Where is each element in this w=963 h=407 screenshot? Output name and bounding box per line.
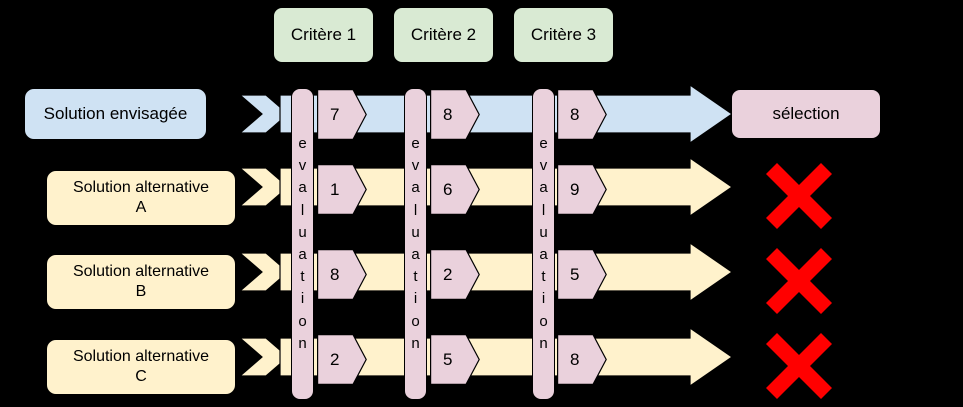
chevron-right-icon	[317, 164, 367, 215]
criteria-label-1: Critère 1	[290, 25, 357, 45]
score-alt-a-criteria-3[interactable]: 9	[557, 164, 607, 215]
solution-label-alt-a-line1: Solution alternative	[72, 179, 210, 196]
eval-3-letter-1: v	[539, 157, 548, 175]
score-value: 8	[570, 104, 580, 124]
score-alt-b-criteria-3[interactable]: 5	[557, 249, 607, 300]
eval-3-letter-3: l	[541, 201, 546, 219]
chevron-right-icon	[557, 164, 607, 215]
score-value: 2	[330, 349, 340, 369]
eval-3-letter-9: n	[539, 334, 548, 352]
criteria-box-3[interactable]: Critère 3	[513, 7, 614, 63]
eval-1-letter-3: l	[300, 201, 305, 219]
score-alt-b-criteria-1[interactable]: 8	[317, 249, 367, 300]
eval-2-letter-0: e	[411, 135, 420, 153]
reject-cross-icon-alt-c	[766, 333, 832, 399]
solution-label-primary: Solution envisagée	[43, 104, 188, 124]
eval-2-letter-2: a	[411, 179, 420, 197]
chevron-right-icon	[557, 89, 607, 140]
score-value: 6	[443, 179, 453, 199]
score-value: 8	[443, 104, 453, 124]
score-value: 8	[330, 264, 340, 284]
solution-box-alt-a[interactable]: Solution alternative A	[46, 170, 236, 226]
score-value: 5	[570, 264, 580, 284]
solution-label-alt-c-line1: Solution alternative	[72, 348, 210, 365]
eval-1-letter-2: a	[298, 179, 307, 197]
score-alt-a-criteria-2[interactable]: 6	[430, 164, 480, 215]
score-value: 8	[570, 349, 580, 369]
eval-1-letter-6: t	[300, 268, 305, 286]
eval-1-letter-9: n	[298, 334, 307, 352]
eval-2-letter-6: t	[413, 268, 418, 286]
criteria-label-2: Critère 2	[410, 25, 477, 45]
eval-1-letter-1: v	[298, 157, 307, 175]
alt-a-flow-arrow	[240, 158, 732, 216]
eval-3-letter-6: t	[541, 268, 546, 286]
reject-cross-icon-alt-b	[766, 248, 832, 314]
criteria-box-2[interactable]: Critère 2	[393, 7, 494, 63]
chevron-right-icon	[317, 249, 367, 300]
eval-3-letter-2: a	[539, 179, 548, 197]
reject-cross-icon-alt-a	[766, 163, 832, 229]
score-value: 7	[330, 104, 340, 124]
score-alt-c-criteria-1[interactable]: 2	[317, 334, 367, 385]
chevron-right-icon	[430, 249, 480, 300]
chevron-right-icon	[430, 164, 480, 215]
chevron-right-icon	[430, 89, 480, 140]
alt-b-flow-arrow	[240, 243, 732, 301]
score-primary-criteria-1[interactable]: 7	[317, 89, 367, 140]
score-value: 2	[443, 264, 453, 284]
eval-1-letter-0: e	[298, 135, 307, 153]
selection-box[interactable]: sélection	[731, 89, 881, 139]
eval-2-letter-4: u	[411, 223, 420, 241]
eval-2-letter-7: i	[413, 290, 418, 308]
solution-box-alt-b[interactable]: Solution alternative B	[46, 254, 236, 310]
score-alt-a-criteria-1[interactable]: 1	[317, 164, 367, 215]
solution-label-alt-b-line2: B	[135, 283, 147, 300]
score-alt-c-criteria-3[interactable]: 8	[557, 334, 607, 385]
eval-1-letter-4: u	[298, 223, 307, 241]
evaluation-column-2[interactable]: e v a l u a t i o n	[404, 88, 427, 400]
solution-label-alt-a-line2: A	[135, 199, 147, 216]
eval-2-letter-1: v	[411, 157, 420, 175]
score-value: 1	[330, 179, 340, 199]
chevron-right-icon	[317, 334, 367, 385]
solution-label-alt-b-line1: Solution alternative	[72, 263, 210, 280]
eval-2-letter-3: l	[413, 201, 418, 219]
solution-label-alt-c-line2: C	[135, 368, 147, 385]
eval-1-letter-7: i	[300, 290, 305, 308]
eval-2-letter-9: n	[411, 334, 420, 352]
evaluation-column-3[interactable]: e v a l u a t i o n	[532, 88, 555, 400]
score-alt-c-criteria-2[interactable]: 5	[430, 334, 480, 385]
score-value: 9	[570, 179, 580, 199]
chevron-right-icon	[557, 334, 607, 385]
eval-3-letter-8: o	[539, 312, 548, 330]
chevron-right-icon	[557, 249, 607, 300]
score-primary-criteria-3[interactable]: 8	[557, 89, 607, 140]
eval-2-letter-5: a	[411, 246, 420, 263]
solution-box-primary[interactable]: Solution envisagée	[24, 88, 207, 140]
eval-3-letter-7: i	[541, 290, 546, 308]
chevron-right-icon	[317, 89, 367, 140]
eval-2-letter-8: o	[411, 312, 420, 330]
evaluation-column-1[interactable]: e v a l u a t i o n	[291, 88, 314, 400]
score-primary-criteria-2[interactable]: 8	[430, 89, 480, 140]
selection-label: sélection	[772, 104, 840, 124]
criteria-box-1[interactable]: Critère 1	[273, 7, 374, 63]
eval-3-letter-5: a	[539, 246, 548, 263]
score-value: 5	[443, 349, 453, 369]
eval-1-letter-5: a	[298, 246, 307, 263]
criteria-label-3: Critère 3	[530, 25, 597, 45]
eval-3-letter-0: e	[539, 135, 548, 153]
solution-box-alt-c[interactable]: Solution alternative C	[46, 339, 236, 395]
score-alt-b-criteria-2[interactable]: 2	[430, 249, 480, 300]
eval-1-letter-8: o	[298, 312, 307, 330]
chevron-right-icon	[430, 334, 480, 385]
eval-3-letter-4: u	[539, 223, 548, 241]
